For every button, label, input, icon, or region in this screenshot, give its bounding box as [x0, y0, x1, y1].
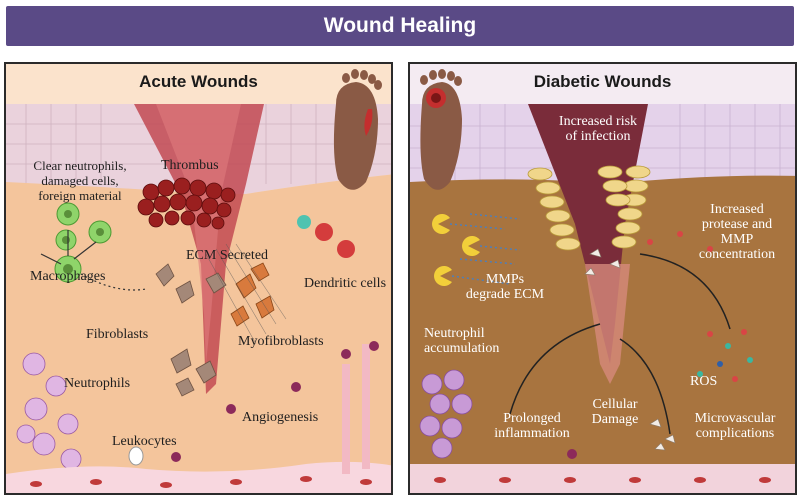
acute-panel-title: Acute Wounds — [139, 72, 258, 91]
diagram-title: Wound Healing — [323, 14, 477, 37]
diabetic-wounds-panel: Diabetic Wounds Increased risk of infect… — [408, 62, 797, 495]
bacteria-cluster — [527, 165, 651, 251]
thrombus-cluster — [137, 177, 236, 230]
prolonged-inflammation-label: Prolonged inflammation — [494, 411, 570, 441]
mmps-degrade-label: MMPs degrade ECM — [465, 272, 545, 302]
angiogenesis-label: Angiogenesis — [242, 410, 319, 425]
infection-risk-label: Increased risk of infection — [558, 114, 638, 144]
dermis-layer — [6, 174, 391, 493]
acute-wounds-illustration — [6, 64, 391, 493]
foot-illustration — [333, 69, 382, 190]
neutrophil-accumulation-label: Neutrophil accumulation — [424, 326, 500, 356]
title-bar: Wound Healing — [6, 6, 794, 46]
macrophages-label: Macrophages — [30, 269, 106, 284]
vessel-sprout — [567, 449, 577, 459]
dendritic-cells-label: Dendritic cells — [304, 276, 387, 291]
blood-vessel — [6, 461, 391, 493]
process-arrows — [509, 253, 731, 435]
thrombus-label: Thrombus — [161, 158, 219, 173]
clear-cells-label: Clear neutrophils, damaged cells, foreig… — [33, 158, 127, 203]
protease-mmp-label: Increased protease and MMP concentration — [698, 202, 776, 262]
angiogenesis-sprouts — [171, 341, 379, 462]
myofibroblasts-label: Myofibroblasts — [238, 334, 324, 349]
leukocytes-label: Leukocytes — [112, 434, 177, 449]
myofibroblast-cells — [230, 262, 275, 327]
cell-debris — [584, 248, 676, 451]
ros-label: ROS — [690, 374, 718, 389]
ros-particles — [647, 231, 753, 382]
fibroblasts-label: Fibroblasts — [86, 327, 149, 342]
fibroblast-cells — [155, 263, 227, 397]
dendritic-cells — [297, 215, 355, 258]
leukocyte-cell — [128, 446, 144, 466]
ecm-secreted-label: ECM Secreted — [186, 248, 269, 263]
red-blood-cells — [434, 477, 771, 483]
blood-vessel — [410, 464, 795, 493]
diabetic-wounds-illustration — [410, 64, 795, 493]
neutrophil-cells — [16, 352, 82, 470]
accumulated-neutrophils — [419, 369, 473, 459]
ecm-fibers — [449, 213, 521, 285]
foot-illustration — [420, 69, 462, 190]
diabetic-panel-title: Diabetic Wounds — [533, 72, 672, 91]
mmp-enzymes — [432, 214, 480, 286]
red-blood-cells — [30, 476, 372, 488]
microvascular-complications-label: Microvascular complications — [694, 411, 776, 441]
cellular-damage-label: Cellular Damage — [591, 397, 639, 427]
macrophage-cells — [54, 202, 112, 283]
neutrophils-label: Neutrophils — [64, 376, 131, 391]
acute-wounds-panel: Acute Wounds Thrombus Clear neutrophils,… — [4, 62, 393, 495]
